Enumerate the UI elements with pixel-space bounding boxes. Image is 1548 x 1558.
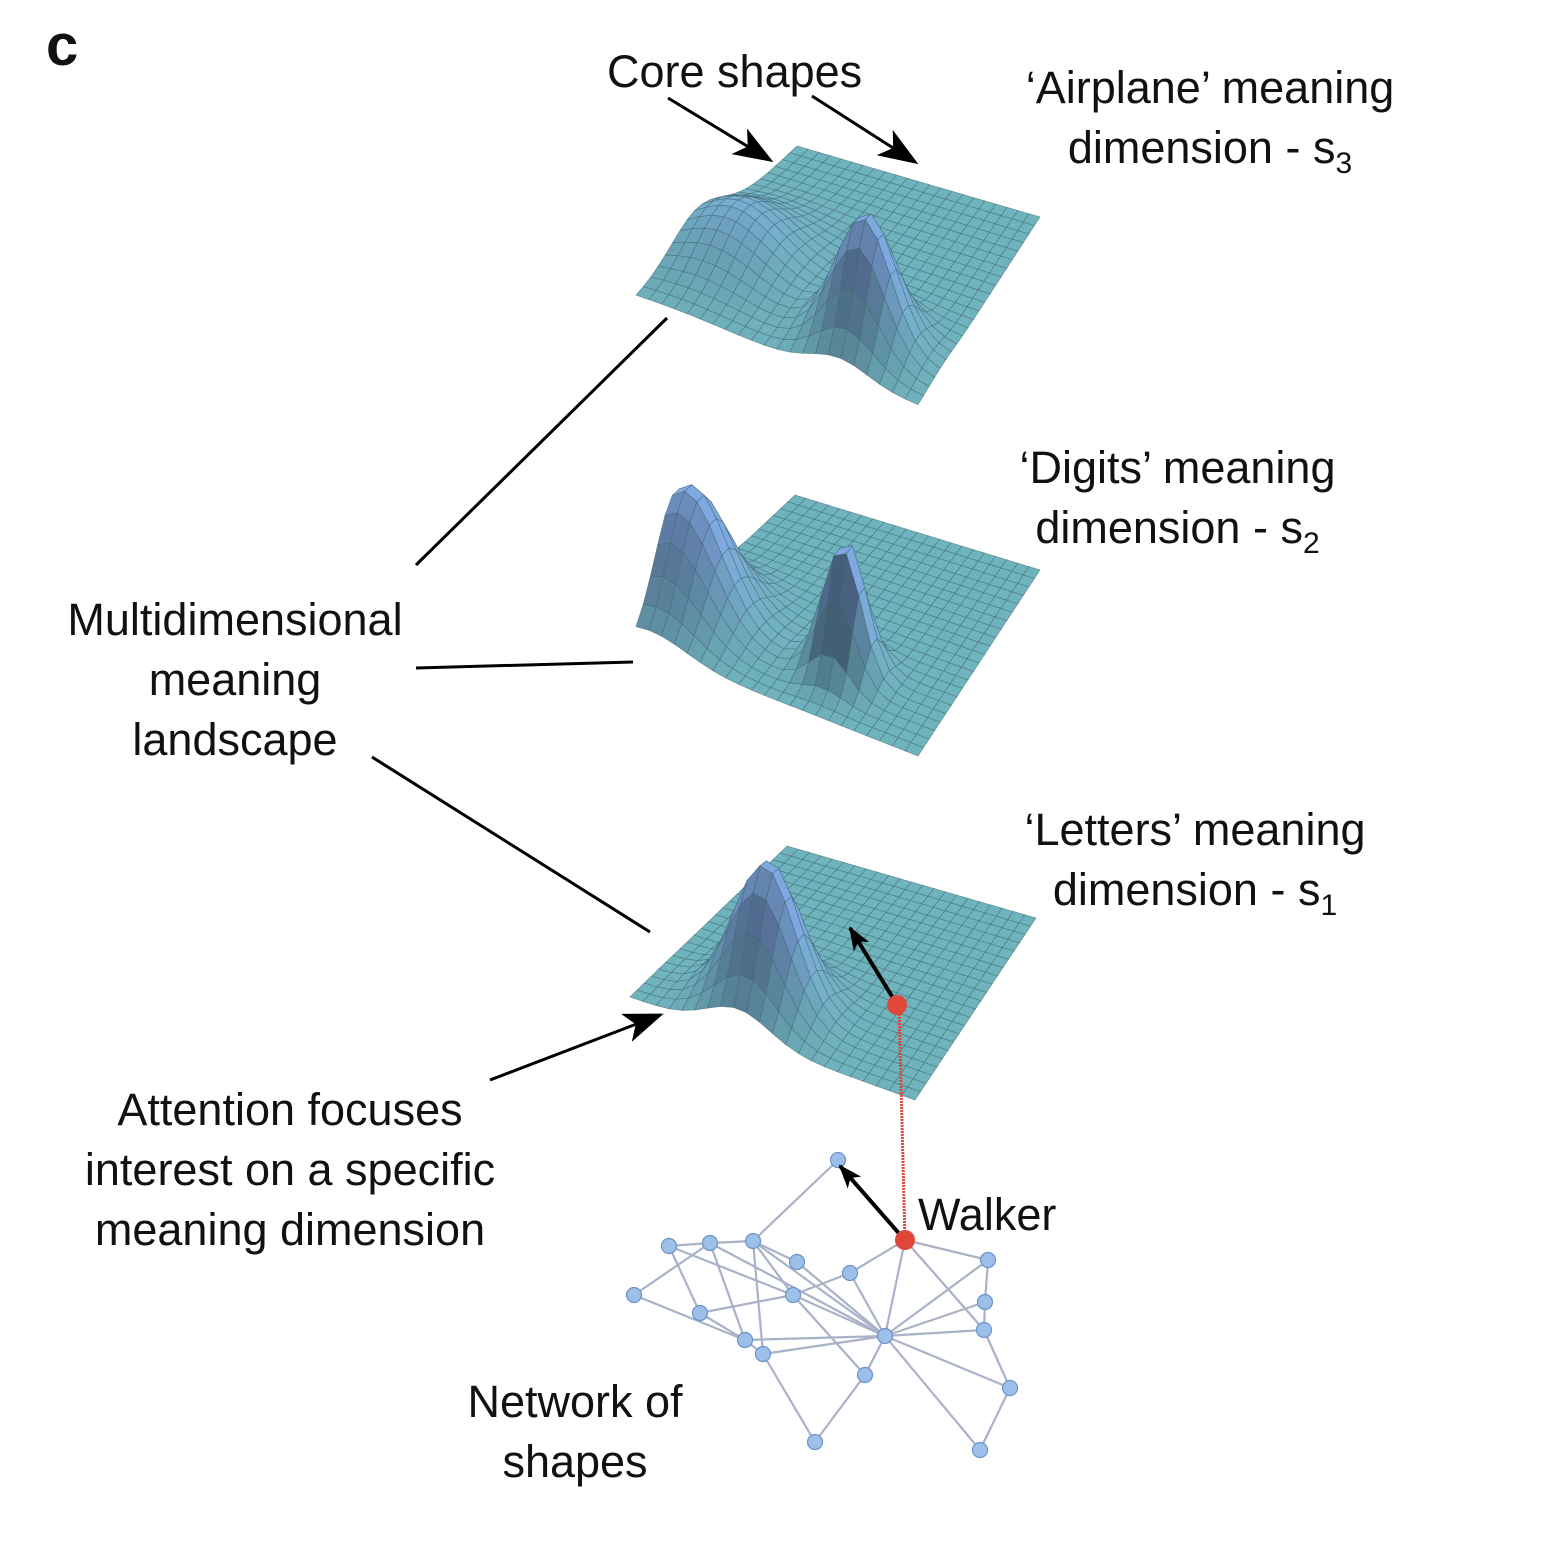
landscape-leader-bot <box>371 755 651 934</box>
network-node <box>971 1441 989 1459</box>
walker-node <box>895 1230 915 1250</box>
network-edge <box>792 1294 866 1376</box>
landscape-label: Multidimensional meaning landscape <box>40 590 430 770</box>
network-node <box>784 1286 802 1304</box>
network-node <box>876 1327 894 1345</box>
network-node <box>660 1237 678 1255</box>
digits-dimension-label: ‘Digits’ meaning dimension - s2 <box>990 438 1365 574</box>
surface-step-arrow <box>848 926 895 1000</box>
network-edge <box>792 1271 851 1297</box>
walker-on-surface <box>887 995 907 1015</box>
letters-label-line1: ‘Letters’ meaning <box>1024 804 1366 855</box>
network-label-line2: shapes <box>502 1436 648 1487</box>
network-edge <box>633 1293 746 1342</box>
airplane-dimension-label: ‘Airplane’ meaning dimension - s3 <box>1000 58 1420 194</box>
digits-label-line2: dimension - s2 <box>1035 502 1320 560</box>
attention-label-line3: meaning dimension <box>94 1204 486 1255</box>
network-node <box>829 1151 847 1169</box>
landscape-label-line1: Multidimensional <box>67 594 403 645</box>
network-edge <box>699 1293 794 1315</box>
walker-projection-line <box>897 1004 907 1241</box>
network-edge <box>884 1328 985 1338</box>
network-edge <box>752 1240 794 1296</box>
network-edge <box>751 1240 765 1355</box>
network-node <box>736 1331 754 1349</box>
panel-label: c <box>46 13 79 78</box>
network-node <box>976 1293 994 1311</box>
network-edge <box>668 1245 701 1314</box>
attention-label: Attention focuses interest on a specific… <box>50 1080 530 1260</box>
network-edge <box>904 1238 989 1262</box>
network-node <box>979 1251 997 1269</box>
network-label-line1: Network of <box>467 1376 683 1427</box>
landscape-label-line2: meaning <box>148 654 322 705</box>
attention-label-line2: interest on a specific <box>84 1144 496 1195</box>
network-edge <box>884 1259 989 1337</box>
network-node <box>625 1286 643 1304</box>
network-node <box>856 1366 874 1384</box>
network-edge <box>796 1261 886 1337</box>
airplane-label-line2: dimension - s3 <box>1067 122 1353 180</box>
core-shapes-label: Core shapes <box>607 46 863 97</box>
network-edge <box>708 1242 747 1341</box>
network-edge <box>752 1240 886 1337</box>
core-shape-arrow-right <box>811 94 919 165</box>
network-edge <box>982 1329 1012 1389</box>
network-edge <box>668 1244 794 1297</box>
network-edge <box>884 1335 981 1451</box>
network-step-arrow <box>838 1164 905 1240</box>
network-edge <box>633 1242 711 1296</box>
network-node <box>975 1321 993 1339</box>
network-edge <box>849 1272 886 1337</box>
digits-surface <box>635 484 1041 757</box>
attention-arrow <box>489 1013 664 1082</box>
network-node <box>691 1304 709 1322</box>
landscape-leader-mid <box>415 660 634 670</box>
network-node <box>788 1253 806 1271</box>
surface-cell <box>904 742 925 757</box>
network-edge <box>904 1239 985 1331</box>
network-edge <box>814 1374 866 1443</box>
surface-cell <box>901 1086 922 1101</box>
attention-label-line1: Attention focuses <box>117 1084 463 1135</box>
network-node <box>744 1232 762 1250</box>
letters-label-line2: dimension - s1 <box>1052 864 1338 922</box>
network-edge <box>884 1300 986 1338</box>
walker-label: Walker <box>918 1189 1057 1240</box>
network-edge <box>884 1334 1011 1390</box>
network-edge <box>762 1334 886 1356</box>
network-edge <box>792 1293 886 1338</box>
letters-surface <box>629 845 1037 1101</box>
network-node <box>1001 1379 1019 1397</box>
network-node <box>806 1433 824 1451</box>
letters-dimension-label: ‘Letters’ meaning dimension - s1 <box>1000 800 1390 936</box>
network-label: Network of shapes <box>440 1372 710 1492</box>
network-node <box>701 1234 719 1252</box>
network-edge <box>979 1387 1011 1451</box>
network-edge <box>752 1159 839 1242</box>
network-edge <box>883 1239 907 1337</box>
landscape-leader-top <box>414 316 669 567</box>
network-edge <box>752 1240 798 1263</box>
network-node <box>754 1345 772 1363</box>
digits-label-line1: ‘Digits’ meaning <box>1019 442 1336 493</box>
surface-cell <box>904 388 925 406</box>
landscape-label-line3: landscape <box>132 714 338 765</box>
network-edge <box>699 1312 746 1341</box>
core-shape-arrow-left <box>667 96 774 163</box>
airplane-surface <box>635 145 1041 406</box>
network-edge <box>744 1334 886 1342</box>
airplane-label-line1: ‘Airplane’ meaning <box>1025 62 1395 113</box>
network-node <box>841 1264 859 1282</box>
network-edge <box>762 1353 816 1443</box>
network-edge <box>849 1239 906 1274</box>
shape-network <box>625 1151 1019 1459</box>
